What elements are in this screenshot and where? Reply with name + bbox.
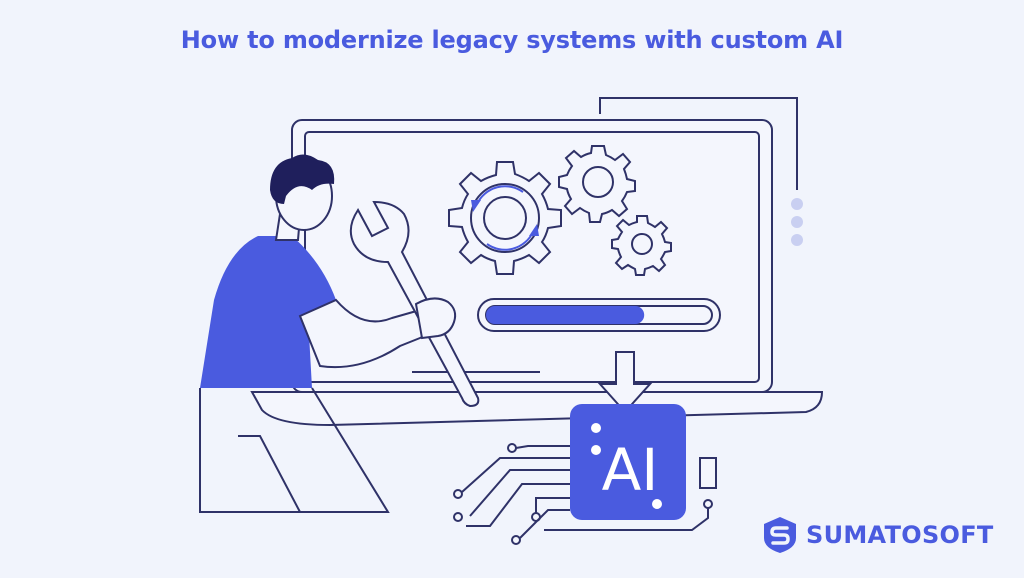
person-legs: [199, 387, 390, 513]
wrench-icon: [349, 200, 480, 408]
brand-name: SUMATOSOFT: [806, 521, 994, 549]
s-shield-logo-icon: [764, 517, 796, 553]
circuit-lines: [544, 457, 717, 531]
person-hand: [414, 297, 457, 340]
ai-chip-icon: AI: [570, 404, 686, 520]
page-title: How to modernize legacy systems with cus…: [180, 26, 844, 54]
progress-bar: [477, 298, 721, 332]
laptop-base: [250, 391, 824, 427]
gear-icon: [448, 161, 562, 275]
person-shirt: [200, 236, 336, 388]
gear-icon: [611, 215, 672, 276]
gear-icon: [558, 145, 636, 223]
arrow-down-icon: [597, 351, 653, 414]
brand-logo: SUMATOSOFT: [762, 515, 994, 555]
person-head: [270, 154, 335, 231]
ai-chip-label: AI: [602, 436, 659, 504]
circuit-lines: [453, 443, 570, 545]
progress-fill: [486, 306, 645, 324]
dots-indicator-icon: [791, 198, 803, 246]
connector-line: [599, 97, 798, 190]
